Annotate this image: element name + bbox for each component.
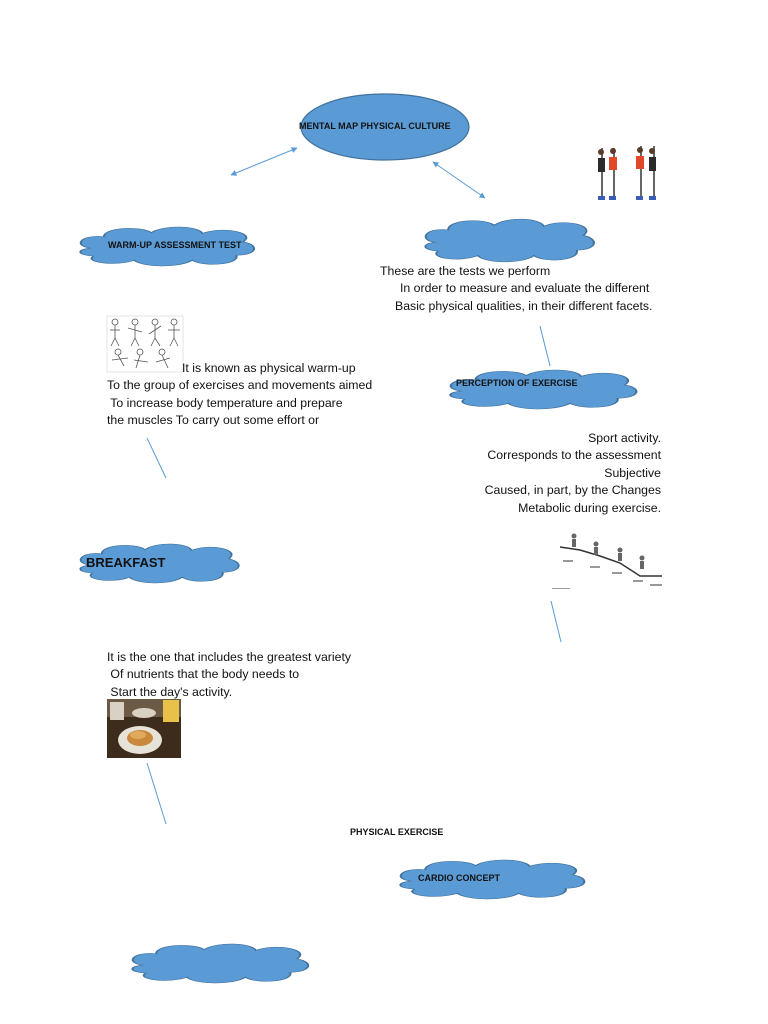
main-topic-label: MENTAL MAP PHYSICAL CULTURE [299,121,451,131]
perception-description: Sport activity. Corresponds to the asses… [485,430,661,517]
perception-label: PERCEPTION OF EXERCISE [456,378,578,388]
tests-line-3: Basic physical qualities, in their diffe… [395,298,653,313]
connector-tests-perception [539,325,551,367]
cardio-label: CARDIO CONCEPT [418,873,501,883]
breakfast-description: It is the one that includes the greatest… [107,649,351,701]
main-topic-ellipse [300,93,470,161]
warmup-line-1: It is known as physical warm-up [182,361,356,375]
breakfast-label: BREAKFAST [86,555,166,570]
physical-exercise-label: PHYSICAL EXERCISE [350,827,444,837]
breakfast-photo [107,699,181,758]
tests-cloud [425,219,594,262]
warmup-line-2: To the group of exercises and movements … [107,378,373,393]
connector-breakfast-exercise [146,762,167,825]
tests-line-2: In order to measure and evaluate the dif… [400,281,650,296]
perception-line-1: Sport activity. [588,431,661,445]
perception-line-2: Corresponds to the assessment [487,448,661,463]
breakfast-line-1: It is the one that includes the greatest… [107,650,352,664]
warmup-line-4: the muscles To carry out some effort or [107,413,320,428]
perception-line-3: Subjective [604,465,661,480]
tests-description: These are the tests we perform In order … [380,263,652,315]
perception-cloud [450,370,636,409]
connector-perception-cardio [550,600,562,643]
connector-warmup-breakfast [146,437,167,479]
connector-arrow-right [432,161,486,199]
warmup-description: It is known as physical warm-up To the g… [107,360,372,430]
empty-cloud [132,944,308,983]
warmup-line-3: To increase body temperature and prepare [107,395,343,410]
tests-line-1: These are the tests we perform [380,264,551,278]
perception-line-4: Caused, in part, by the Changes [484,483,661,498]
breakfast-line-3: Start the day's activity. [107,684,233,699]
exercise-progression-picture [552,533,662,589]
warmup-test-label: WARM-UP ASSESSMENT TEST [108,240,242,250]
athletes-picture [598,146,656,200]
perception-line-5: Metabolic during exercise. [518,500,661,515]
breakfast-line-2: Of nutrients that the body needs to [107,667,300,682]
warmup-exercises-picture [106,315,184,373]
connector-arrow-left [230,147,298,176]
